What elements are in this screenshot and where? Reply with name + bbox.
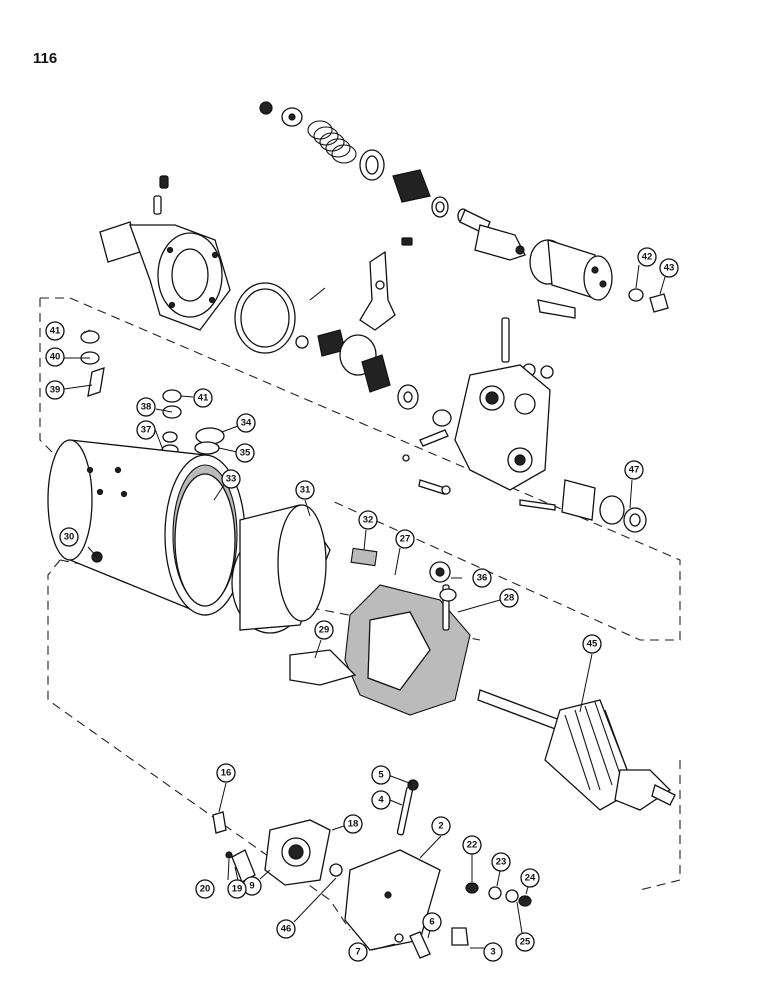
callout-label: 36: [477, 573, 488, 584]
shift-lever: [359, 237, 413, 331]
callout-label: 19: [232, 884, 243, 895]
callout-label: 5: [378, 770, 384, 781]
callout-3: 3: [483, 942, 503, 962]
callout-34: 34: [236, 413, 256, 433]
callout-2: 2: [431, 816, 451, 836]
callout-30: 30: [59, 527, 79, 547]
callout-29: 29: [314, 620, 334, 640]
field-terminal-hardware: [80, 330, 225, 456]
upper-group-outline: [39, 297, 681, 641]
callout-label: 30: [64, 532, 75, 543]
callout-43: 43: [659, 258, 679, 278]
callout-label: 46: [281, 924, 292, 935]
armature: [477, 689, 676, 811]
callout-label: 3: [490, 947, 495, 958]
callout-4: 4: [371, 790, 391, 810]
callout-33: 33: [221, 469, 241, 489]
callout-label: 43: [664, 263, 675, 274]
callout-40: 40: [45, 347, 65, 367]
callout-27: 27: [395, 529, 415, 549]
callout-label: 27: [400, 534, 411, 545]
callout-20: 20: [195, 879, 215, 899]
callout-35: 35: [235, 443, 255, 463]
callout-25: 25: [515, 932, 535, 952]
callout-39: 39: [45, 380, 65, 400]
callout-36: 36: [472, 568, 492, 588]
callout-label: 9: [249, 881, 254, 892]
callout-label: 23: [496, 857, 507, 868]
callout-label: 25: [520, 937, 531, 948]
callout-label: 34: [241, 418, 252, 429]
callout-18: 18: [343, 814, 363, 834]
field-coils: [289, 547, 471, 716]
center-housing: [402, 317, 647, 533]
callout-32: 32: [358, 510, 378, 530]
solenoid-assembly: [529, 239, 669, 319]
callout-label: 45: [587, 639, 598, 650]
callout-16: 16: [216, 763, 236, 783]
callout-label: 32: [363, 515, 374, 526]
callout-label: 31: [300, 485, 311, 496]
callout-label: 37: [141, 425, 152, 436]
callout-5: 5: [371, 765, 391, 785]
solenoid-plunger: [457, 208, 526, 261]
callout-37: 37: [136, 420, 156, 440]
callout-label: 35: [240, 448, 251, 459]
callout-label: 33: [226, 474, 237, 485]
callout-23: 23: [491, 852, 511, 872]
commutator-end-frame: [344, 779, 469, 959]
drive-end-housing: [99, 175, 231, 331]
callout-label: 24: [525, 873, 536, 884]
callout-label: 42: [642, 252, 653, 263]
callout-42: 42: [637, 247, 657, 267]
callout-label: 28: [504, 593, 515, 604]
callout-label: 4: [378, 795, 384, 806]
callout-46: 46: [276, 919, 296, 939]
callout-label: 40: [50, 352, 61, 363]
callout-7: 7: [348, 942, 368, 962]
callout-45: 45: [582, 634, 602, 654]
callout-label: 7: [355, 947, 360, 958]
callout-22: 22: [462, 835, 482, 855]
callout-label: 22: [467, 840, 478, 851]
lower-group-outline: [47, 559, 681, 931]
callout-19: 19: [227, 879, 247, 899]
callout-label: 20: [200, 884, 211, 895]
brush-holder: [212, 811, 343, 886]
callout-38: 38: [136, 397, 156, 417]
callout-label: 6: [429, 917, 434, 928]
plunger-spring-parts: [259, 101, 449, 218]
callout-label: 41: [50, 326, 61, 337]
callout-label: 47: [629, 465, 640, 476]
page-number: 116: [33, 50, 58, 67]
callout-label: 39: [50, 385, 61, 396]
callout-24: 24: [520, 868, 540, 888]
callout-41-upper: 41: [45, 321, 65, 341]
callout-31: 31: [295, 480, 315, 500]
leader-lines: [63, 264, 666, 951]
terminal-hardware: [465, 882, 532, 907]
callout-label: 38: [141, 402, 152, 413]
insulator-band: [231, 504, 331, 634]
callout-label: 2: [438, 821, 443, 832]
callout-47: 47: [624, 460, 644, 480]
callout-label: 41: [198, 393, 209, 404]
drive-pinion: [295, 329, 419, 410]
callout-label: 18: [348, 819, 359, 830]
callout-28: 28: [499, 588, 519, 608]
callout-6: 6: [422, 912, 442, 932]
housing-gasket: [234, 282, 326, 354]
callout-41-lower: 41: [193, 388, 213, 408]
callout-label: 29: [319, 625, 330, 636]
callout-label: 16: [221, 768, 232, 779]
field-frame: [47, 439, 246, 616]
